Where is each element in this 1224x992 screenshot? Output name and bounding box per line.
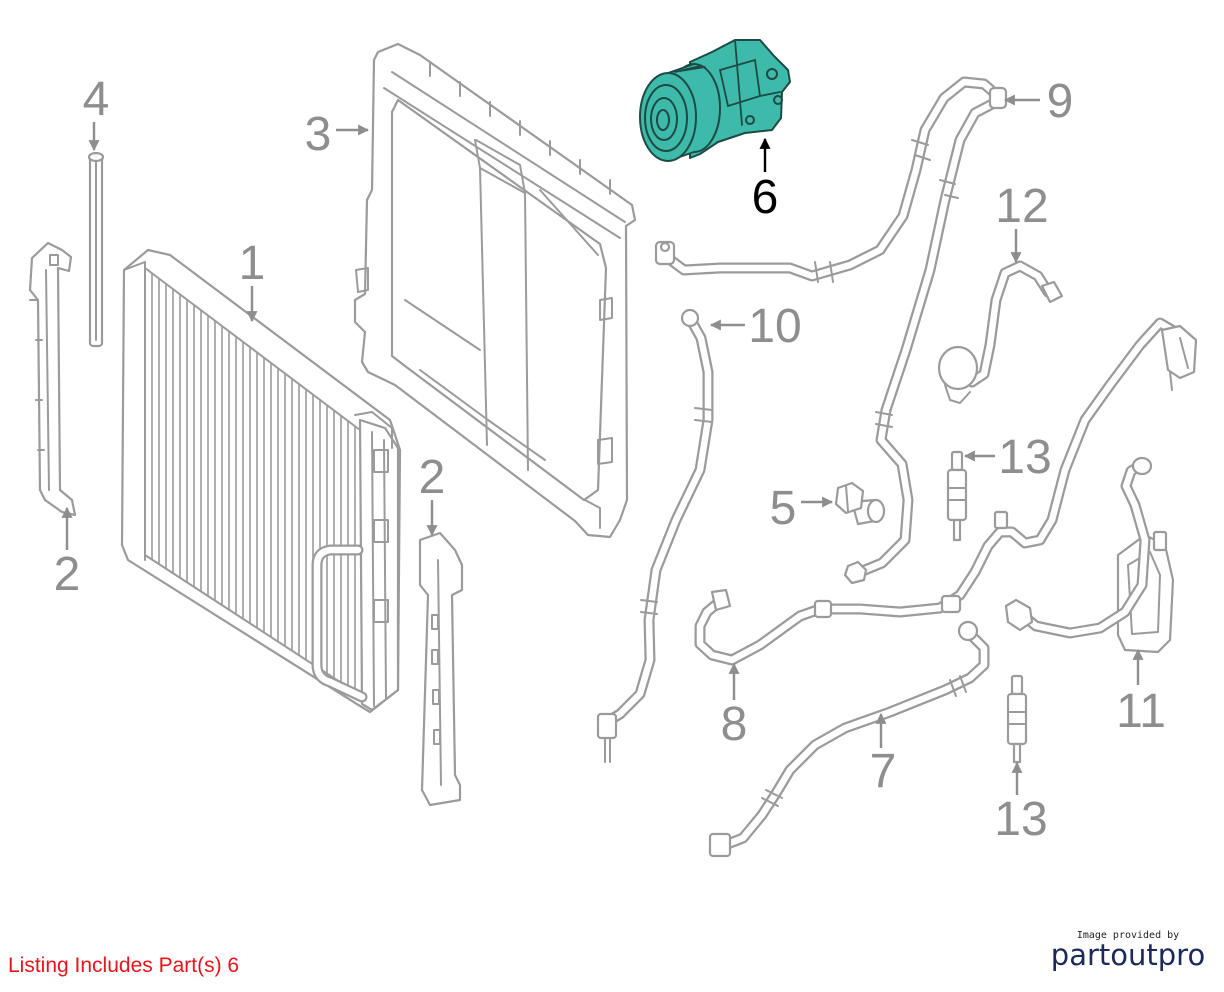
part-12-drawing [937, 266, 1064, 404]
part-8-drawing [700, 323, 1198, 660]
callout-10: 10 [748, 300, 801, 353]
callout-13-bottom: 13 [994, 793, 1047, 846]
callout-2-left: 2 [54, 548, 81, 601]
part-11-drawing [1004, 456, 1175, 654]
callout-5: 5 [770, 482, 797, 535]
part-2-middle-drawing [418, 531, 464, 807]
callout-9: 9 [1047, 75, 1074, 128]
part-4-drawing [87, 151, 105, 348]
part-13-bottom-drawing [1006, 674, 1028, 764]
callout-12: 12 [995, 180, 1048, 233]
callout-4: 4 [83, 73, 110, 126]
callout-3: 3 [305, 108, 332, 161]
callout-2-middle: 2 [419, 451, 446, 504]
callouts: 4 3 1 2 2 6 9 12 10 13 5 13 11 8 7 [54, 73, 1166, 846]
callout-1: 1 [239, 237, 266, 290]
image-credit: Image provided by partoutpro [1051, 930, 1205, 972]
part-3-drawing [353, 42, 637, 539]
callout-8: 8 [721, 698, 748, 751]
part-5-drawing [834, 481, 886, 526]
part-6-compressor [639, 39, 791, 162]
partoutpro-logo: partoutpro [1051, 938, 1205, 972]
callout-6: 6 [752, 171, 779, 224]
part-1-drawing [120, 248, 402, 714]
callout-11: 11 [1116, 685, 1166, 738]
part-2-left-drawing [28, 241, 77, 517]
part-7-drawing [708, 620, 984, 858]
listing-includes-text: Listing Includes Part(s) 6 [8, 954, 239, 977]
credit-caption: Image provided by [1077, 930, 1179, 941]
condenser-fins [151, 273, 356, 692]
callout-13-top: 13 [998, 431, 1051, 484]
part-13-top-drawing [946, 450, 968, 542]
part-10-drawing [596, 308, 712, 763]
callout-7: 7 [870, 745, 897, 798]
